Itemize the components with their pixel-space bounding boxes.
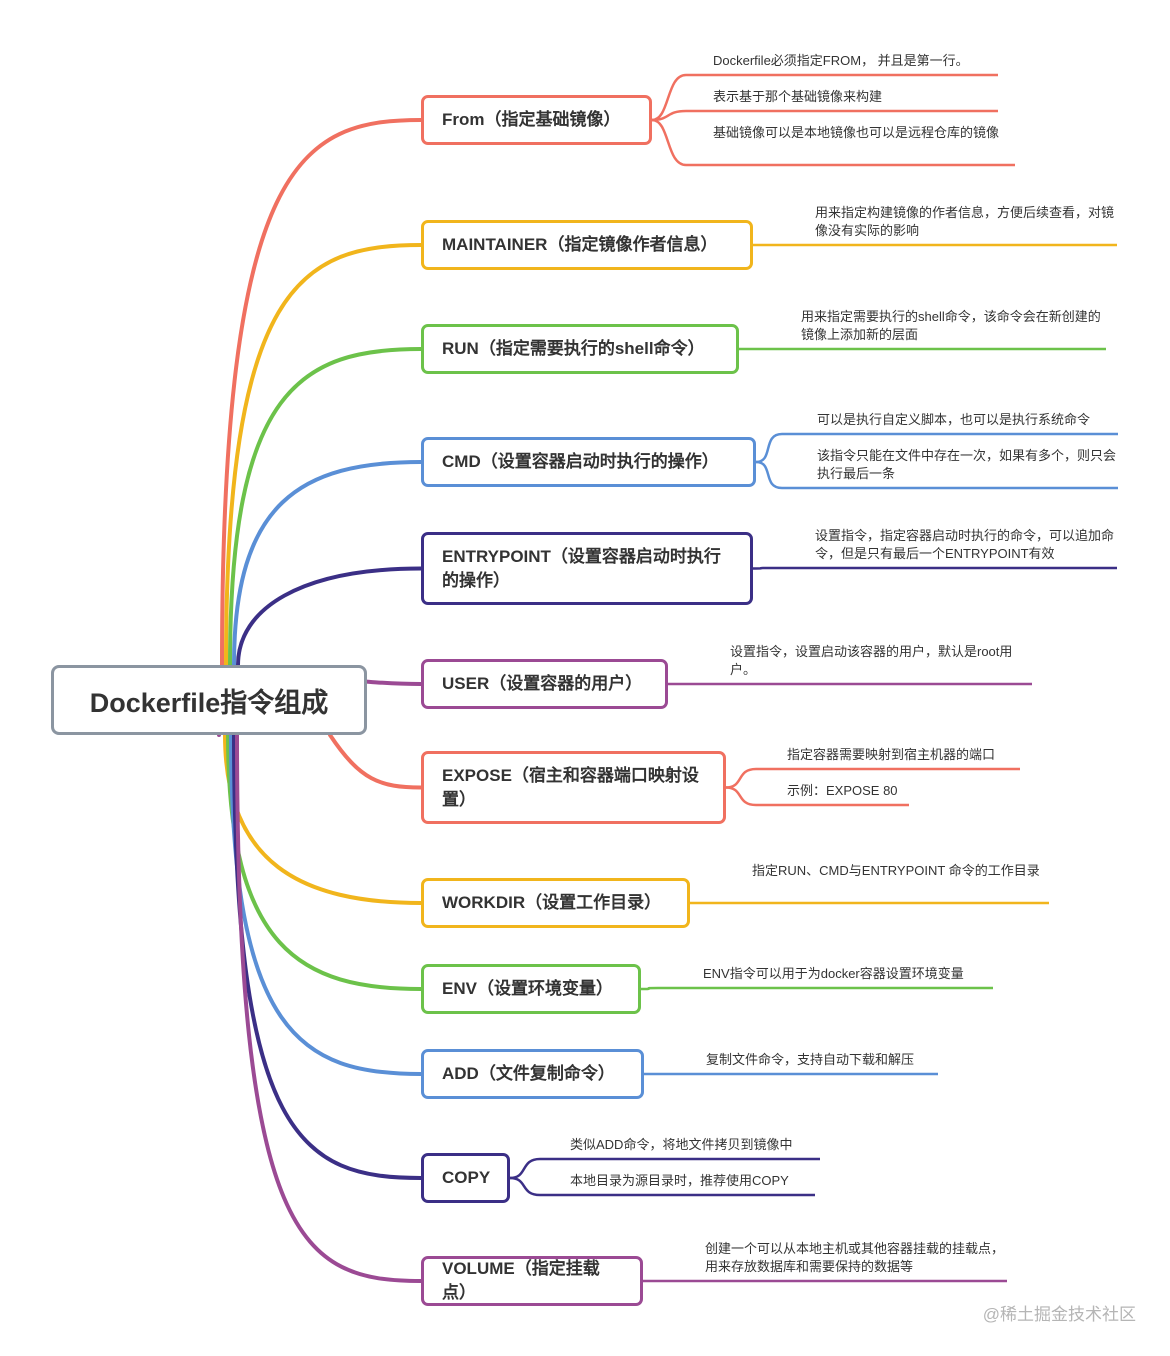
branch-label: ENTRYPOINT（设置容器启动时执行的操作） (442, 546, 721, 590)
connector-entrypoint (236, 566, 423, 667)
branch-label: VOLUME（指定挂载点） (442, 1259, 600, 1302)
leaf-from: 基础镜像可以是本地镜像也可以是远程仓库的镜像 (713, 125, 1000, 140)
leaf-expose: 指定容器需要映射到宿主机器的端口 (787, 747, 996, 762)
leaf-connector-env (640, 986, 993, 991)
branch-label: From（指定基础镜像） (442, 110, 621, 129)
leaf-connector-cmd (755, 432, 1118, 464)
branch-node-volume[interactable]: VOLUME（指定挂载点） (421, 1256, 643, 1306)
branch-node-copy[interactable]: COPY (421, 1153, 510, 1203)
leaf-add: 复制文件命令，支持自动下载和解压 (706, 1052, 915, 1067)
branch-node-cmd[interactable]: CMD（设置容器启动时执行的操作） (421, 437, 756, 487)
branch-node-maintainer[interactable]: MAINTAINER（指定镜像作者信息） (421, 220, 753, 270)
watermark: @稀土掘金技术社区 (982, 1305, 1136, 1324)
connector-workdir (223, 733, 423, 905)
branch-node-run[interactable]: RUN（指定需要执行的shell命令） (421, 324, 739, 374)
connector-copy (232, 733, 423, 1180)
branch-node-user[interactable]: USER（设置容器的用户） (421, 659, 668, 709)
leaf-connector-cmd (755, 460, 1118, 490)
connector-maintainer (224, 243, 423, 667)
leaf-cmd: 可以是执行自定义脚本，也可以是执行系统命令 (817, 412, 1091, 427)
leaf-copy: 本地目录为源目录时，推荐使用COPY (570, 1173, 789, 1188)
branch-node-env[interactable]: ENV（设置环境变量） (421, 964, 641, 1014)
leaf-connector-from (651, 118, 1015, 167)
connector-volume (235, 733, 423, 1283)
branch-node-expose[interactable]: EXPOSE（宿主和容器端口映射设置） (421, 751, 726, 824)
branch-label: MAINTAINER（指定镜像作者信息） (442, 235, 718, 254)
branch-label: CMD（设置容器启动时执行的操作） (442, 452, 719, 471)
leaf-maintainer: 用来指定构建镜像的作者信息，方便后续查看，对镜像没有实际的影响 (815, 205, 1115, 238)
branch-label: EXPOSE（宿主和容器端口映射设置） (442, 765, 699, 809)
branch-label: RUN（指定需要执行的shell命令） (442, 339, 705, 358)
leaf-connector-entrypoint (752, 566, 1117, 570)
leaf-workdir: 指定RUN、CMD与ENTRYPOINT 命令的工作目录 (752, 863, 1040, 878)
branch-label: ENV（设置环境变量） (442, 979, 613, 998)
branch-label: WORKDIR（设置工作目录） (442, 893, 662, 912)
branch-node-workdir[interactable]: WORKDIR（设置工作目录） (421, 878, 690, 928)
branch-node-add[interactable]: ADD（文件复制命令） (421, 1049, 644, 1099)
connector-cmd (232, 460, 423, 667)
root-node[interactable]: Dockerfile指令组成 (51, 665, 367, 735)
connector-from (220, 118, 423, 667)
branch-label: USER（设置容器的用户） (442, 674, 643, 693)
connector-run (228, 347, 423, 667)
leaf-run: 用来指定需要执行的shell命令，该命令会在新创建的镜像上添加新的层面 (801, 309, 1101, 342)
branch-node-entrypoint[interactable]: ENTRYPOINT（设置容器启动时执行的操作） (421, 532, 753, 605)
leaf-connector-from (651, 73, 998, 122)
leaf-env: ENV指令可以用于为docker容器设置环境变量 (703, 966, 964, 981)
leaf-entrypoint: 设置指令，指定容器启动时执行的命令，可以追加命令，但是只有最后一个ENTRYPO… (815, 528, 1115, 561)
branch-label: ADD（文件复制命令） (442, 1064, 615, 1083)
leaf-expose: 示例：EXPOSE 80 (787, 783, 898, 798)
leaf-from: 表示基于那个基础镜像来构建 (713, 89, 883, 104)
leaf-connector-from (651, 109, 998, 122)
connector-env (226, 733, 423, 991)
leaf-from: Dockerfile必须指定FROM， 并且是第一行。 (713, 53, 969, 68)
leaf-connector-expose (725, 786, 909, 807)
branch-label: COPY (442, 1168, 491, 1187)
connector-expose (328, 733, 423, 790)
leaf-copy: 类似ADD命令，将地文件拷贝到镜像中 (570, 1137, 793, 1152)
leaf-volume: 创建一个可以从本地主机或其他容器挂载的挂载点，用来存放数据库和需要保持的数据等 (705, 1241, 1005, 1274)
leaf-connector-copy (509, 1176, 815, 1197)
leaf-cmd: 该指令只能在文件中存在一次，如果有多个，则只会执行最后一条 (817, 448, 1117, 481)
branch-node-from[interactable]: From（指定基础镜像） (421, 95, 652, 145)
leaf-user: 设置指令，设置启动该容器的用户，默认是root用户。 (730, 644, 1013, 677)
